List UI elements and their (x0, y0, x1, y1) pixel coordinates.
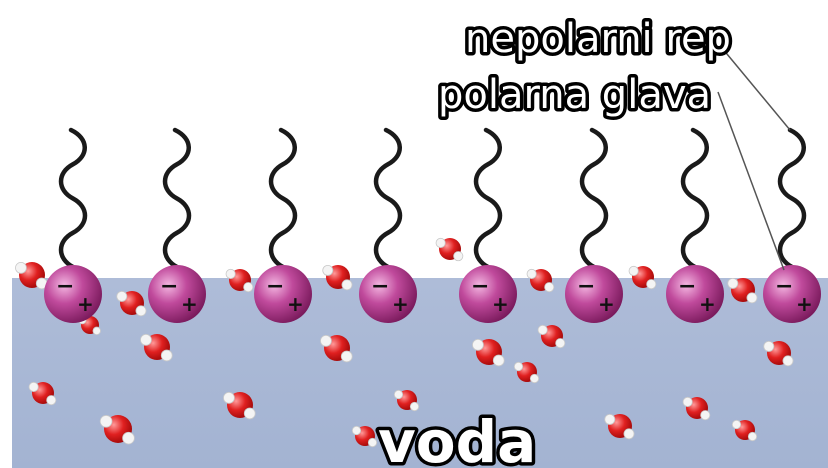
water-molecule (513, 361, 540, 384)
pointer-lines (717, 47, 791, 271)
nonpolar-tail (162, 127, 192, 270)
surfactant-molecule: −+ (359, 127, 417, 323)
water-molecule (472, 338, 505, 367)
positive-charge-sign: + (77, 292, 94, 316)
water-label: voda (378, 408, 536, 468)
nonpolar-tail (473, 127, 503, 270)
water-molecule (604, 413, 635, 440)
head-pointer-line (717, 91, 785, 271)
tail-label: nepolarni rep (465, 16, 731, 62)
water-molecule (116, 290, 147, 317)
water-molecule (320, 334, 353, 363)
nonpolar-tail (58, 127, 88, 270)
surfactant-molecule: −+ (565, 127, 623, 323)
nonpolar-tail (777, 127, 807, 270)
positive-charge-sign: + (287, 292, 304, 316)
surfactant-molecule: −+ (148, 127, 206, 323)
negative-charge-sign: − (160, 274, 178, 299)
water-molecule (537, 324, 566, 349)
water-molecule (393, 389, 420, 412)
water-molecule (435, 237, 464, 262)
surfactant-molecules: −+−+−+−+−+−+−+−+ (44, 127, 821, 323)
surfactant-molecule: −+ (254, 127, 312, 323)
water-molecule (526, 268, 555, 293)
water-molecules (15, 237, 794, 448)
water-molecule (225, 268, 254, 293)
polar-head (565, 265, 623, 323)
negative-charge-sign: − (266, 274, 284, 299)
tail-pointer-line (721, 47, 791, 131)
water-molecule (99, 415, 135, 445)
head-label: polarna glava (438, 72, 711, 118)
polar-head (666, 265, 724, 323)
nonpolar-tail (268, 127, 298, 270)
polar-head (763, 265, 821, 323)
water-molecule (322, 264, 353, 291)
water-molecule (628, 265, 657, 290)
polar-head (44, 265, 102, 323)
water-molecule (763, 340, 794, 367)
negative-charge-sign: − (775, 274, 793, 299)
positive-charge-sign: + (598, 292, 615, 316)
water-molecule (682, 396, 711, 421)
surfactant-molecule: −+ (666, 127, 724, 323)
water-molecule (351, 425, 378, 448)
nonpolar-tail (579, 127, 609, 270)
water-molecule (731, 419, 758, 442)
polar-head (359, 265, 417, 323)
surfactant-molecule: −+ (763, 127, 821, 323)
positive-charge-sign: + (699, 292, 716, 316)
polar-head (459, 265, 517, 323)
polar-head (254, 265, 312, 323)
water-molecule (15, 261, 48, 290)
positive-charge-sign: + (796, 292, 813, 316)
negative-charge-sign: − (471, 274, 489, 299)
nonpolar-tail (373, 127, 403, 270)
negative-charge-sign: − (678, 274, 696, 299)
surfactant-molecule: −+ (459, 127, 517, 323)
water-molecule (140, 333, 173, 362)
negative-charge-sign: − (577, 274, 595, 299)
water-molecule (28, 381, 57, 406)
negative-charge-sign: − (371, 274, 389, 299)
positive-charge-sign: + (492, 292, 509, 316)
positive-charge-sign: + (181, 292, 198, 316)
negative-charge-sign: − (56, 274, 74, 299)
water-molecule (223, 391, 256, 420)
nonpolar-tail (680, 127, 710, 270)
polar-head (148, 265, 206, 323)
surfactant-molecule: −+ (44, 127, 102, 323)
water-molecule (727, 277, 758, 304)
positive-charge-sign: + (392, 292, 409, 316)
